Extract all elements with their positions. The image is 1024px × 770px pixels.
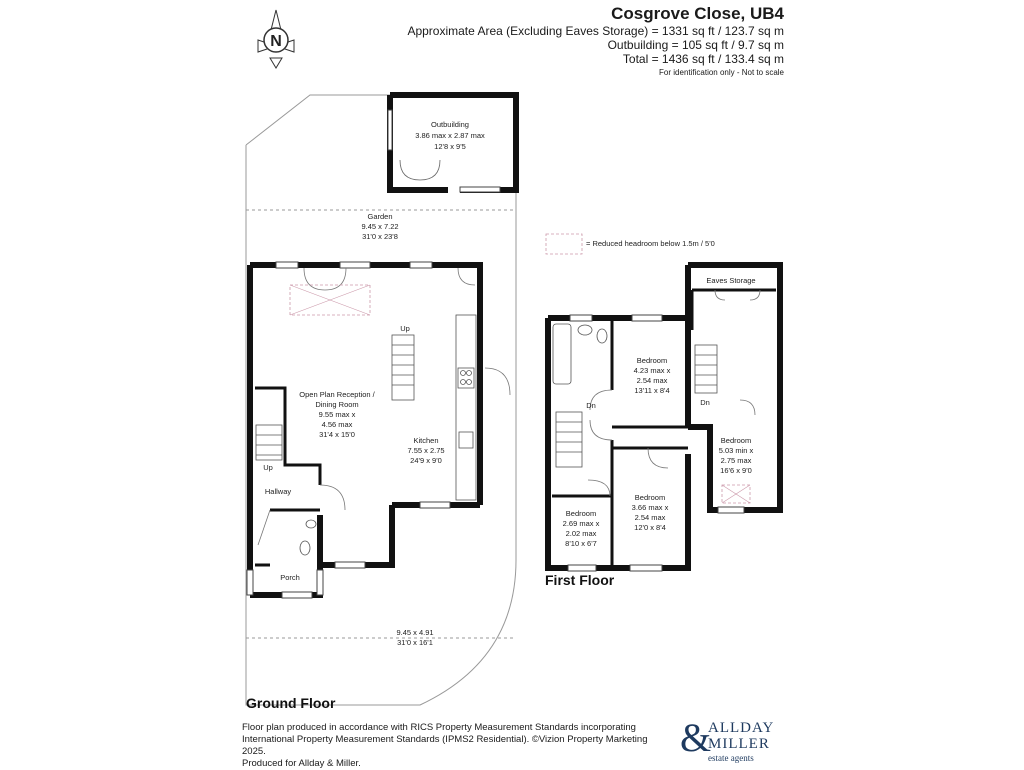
allday-miller-logo: & ALLDAY MILLER estate agents [680,716,800,764]
reception-label-2: Dining Room [315,400,358,409]
porch-label: Porch [280,573,300,582]
wc-fittings [299,519,317,556]
footer-line-3: Produced for Allday & Miller. [242,758,361,769]
outbuilding-dim-ft: 12'8 x 9'5 [434,142,466,151]
page-title: Cosgrove Close, UB4 [611,4,784,23]
bedroom4-dim-2: 2.02 max [566,529,597,538]
front-garden-dim-m: 9.45 x 4.91 [396,628,433,637]
first-floor-windows [567,314,745,572]
hallway-label: Hallway [265,487,292,496]
first-floor-roof-light [721,484,751,504]
garden-dim-ft: 31'0 x 23'8 [362,232,398,241]
outbuilding-dim-m: 3.86 max x 2.87 max [415,131,485,140]
front-garden-dim-ft: 31'0 x 16'1 [397,638,433,647]
logo-ampersand: & [680,715,712,760]
bedroom4-label: Bedroom [566,509,596,518]
bedroom4-dim-ft: 8'10 x 6'7 [565,539,597,548]
bathroom-fittings [552,323,608,385]
ground-floor-walls [247,262,483,598]
first-floor-inner-walls [552,288,776,568]
garden-dim-m: 9.45 x 7.22 [361,222,398,231]
outbuilding-label: Outbuilding [431,120,469,129]
bedroom2-dim-2: 2.75 max [721,456,752,465]
roof-light [289,284,371,316]
reception-dim-ft: 31'4 x 15'0 [319,430,355,439]
bedroom3-dim-2: 2.54 max [635,513,666,522]
scale-disclaimer: For identification only - Not to scale [659,68,784,77]
bedroom1-dim-1: 4.23 max x [634,366,671,375]
reception-dim-2: 4.56 max [322,420,353,429]
garden-label: Garden [367,212,392,221]
outbuilding-plan [387,92,519,193]
logo-line-1: ALLDAY [708,720,775,736]
reduced-headroom-swatch [545,233,583,255]
ground-stairs [255,334,415,461]
first-floor-dn-left: Dn [586,401,596,410]
compass-north-letter: N [270,33,282,50]
first-floor-label: First Floor [545,572,615,588]
area-total: Total = 1436 sq ft / 133.4 sq m [622,52,784,66]
hall-stairs-up-label: Up [263,463,273,472]
bedroom3-label: Bedroom [635,493,665,502]
bedroom2-dim-ft: 16'6 x 9'0 [720,466,752,475]
area-outbuilding: Outbuilding = 105 sq ft / 9.7 sq m [607,38,784,52]
bedroom4-dim-1: 2.69 max x [563,519,600,528]
eaves-storage-label: Eaves Storage [706,276,755,285]
reception-dim-1: 9.55 max x [319,410,356,419]
first-floor-walls [545,262,783,571]
legend-text: = Reduced headroom below 1.5m / 5'0 [586,239,715,248]
ground-floor-inner-walls [255,386,322,567]
kitchen-dim-ft: 24'9 x 9'0 [410,456,442,465]
first-floor-door-swings [587,289,761,497]
kitchen-dim-m: 7.55 x 2.75 [407,446,444,455]
ground-floor-openings [246,261,451,599]
door-swings [257,267,511,546]
ground-floor-label: Ground Floor [246,695,336,711]
kitchen-label: Kitchen [413,436,438,445]
area-total-excl-eaves: Approximate Area (Excluding Eaves Storag… [407,24,784,38]
logo-tagline: estate agents [708,753,754,763]
bedroom1-dim-2: 2.54 max [637,376,668,385]
first-floor-stairs [555,344,718,468]
footer-line-1: Floor plan produced in accordance with R… [242,722,636,733]
reception-label-1: Open Plan Reception / [299,390,375,399]
stairs-up-label: Up [400,324,410,333]
logo-line-2: MILLER [708,736,770,752]
bedroom3-dim-ft: 12'0 x 8'4 [634,523,666,532]
bedroom1-label: Bedroom [637,356,667,365]
bedroom3-dim-1: 3.66 max x [632,503,669,512]
bedroom1-dim-ft: 13'11 x 8'4 [634,386,669,395]
bedroom2-dim-1: 5.03 min x [719,446,754,455]
bedroom2-label: Bedroom [721,436,751,445]
first-floor-dn-right: Dn [700,398,710,407]
garden-boundary [245,94,517,706]
footer-note: Floor plan produced in accordance with R… [242,722,672,770]
kitchen-units [455,314,477,501]
footer-line-2: International Property Measurement Stand… [242,734,648,757]
compass-icon: N [257,9,295,69]
